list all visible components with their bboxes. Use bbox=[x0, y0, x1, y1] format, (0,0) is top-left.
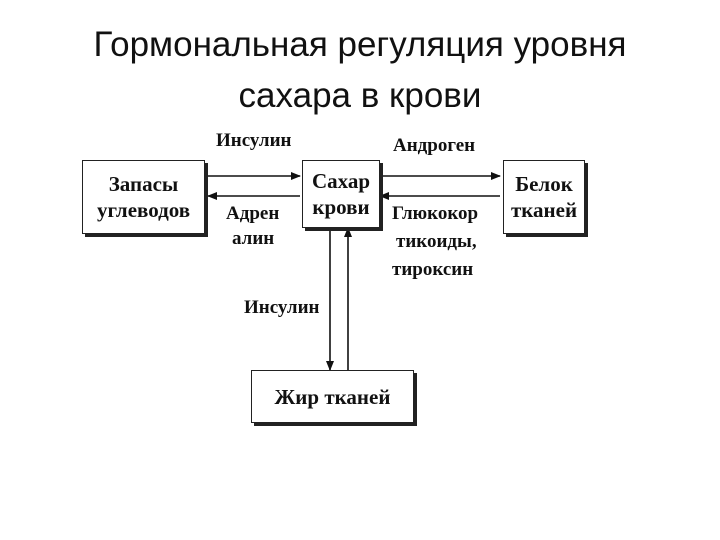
label-glucocorticoids-line-1: Глюкокор bbox=[392, 203, 479, 224]
node-tissue-fat: Жир тканей bbox=[251, 370, 414, 423]
slide-title-line-2: сахара в крови bbox=[238, 76, 482, 115]
node-carbohydrate-stores: Запасы углеводов bbox=[82, 160, 205, 234]
node-tissue-fat-line-1: Жир тканей bbox=[274, 384, 391, 409]
node-blood-sugar-line-1: Сахар bbox=[311, 169, 371, 193]
label-thyroxine: тироксин bbox=[392, 259, 474, 280]
node-blood-sugar: Сахар крови bbox=[302, 160, 380, 228]
node-blood-sugar-line-2: крови bbox=[312, 195, 370, 219]
label-androgen: Андроген bbox=[393, 135, 476, 156]
label-insulin-top: Инсулин bbox=[216, 130, 292, 151]
label-insulin-bottom: Инсулин bbox=[244, 297, 320, 318]
node-tissue-protein-line-1: Белок bbox=[515, 172, 573, 196]
node-carbohydrate-stores-line-2: углеводов bbox=[96, 198, 191, 222]
node-tissue-protein-line-2: тканей bbox=[510, 198, 578, 222]
node-tissue-protein: Белок тканей bbox=[503, 160, 585, 234]
node-carbohydrate-stores-line-1: Запасы bbox=[108, 172, 179, 196]
label-adrenaline-line-1: Адрен bbox=[226, 203, 280, 224]
label-glucocorticoids-line-2: тикоиды, bbox=[396, 231, 477, 252]
label-adrenaline-line-2: алин bbox=[232, 228, 275, 249]
slide-title-line-1: Гормональная регуляция уровня bbox=[93, 25, 627, 64]
